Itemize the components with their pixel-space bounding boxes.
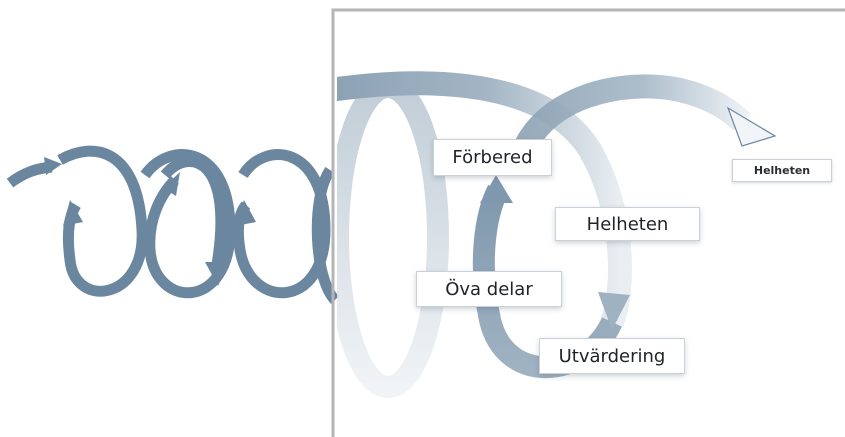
label-forbered: Förbered: [433, 139, 552, 176]
spiral-arrow-icon: [6, 145, 340, 304]
label-helheten: Helheten: [555, 207, 700, 241]
label-utvardering: Utvärdering: [539, 338, 685, 374]
label-helheten-small: Helheten: [732, 159, 832, 182]
label-ova-delar: Öva delar: [416, 271, 562, 307]
zoom-frame: [331, 8, 845, 437]
